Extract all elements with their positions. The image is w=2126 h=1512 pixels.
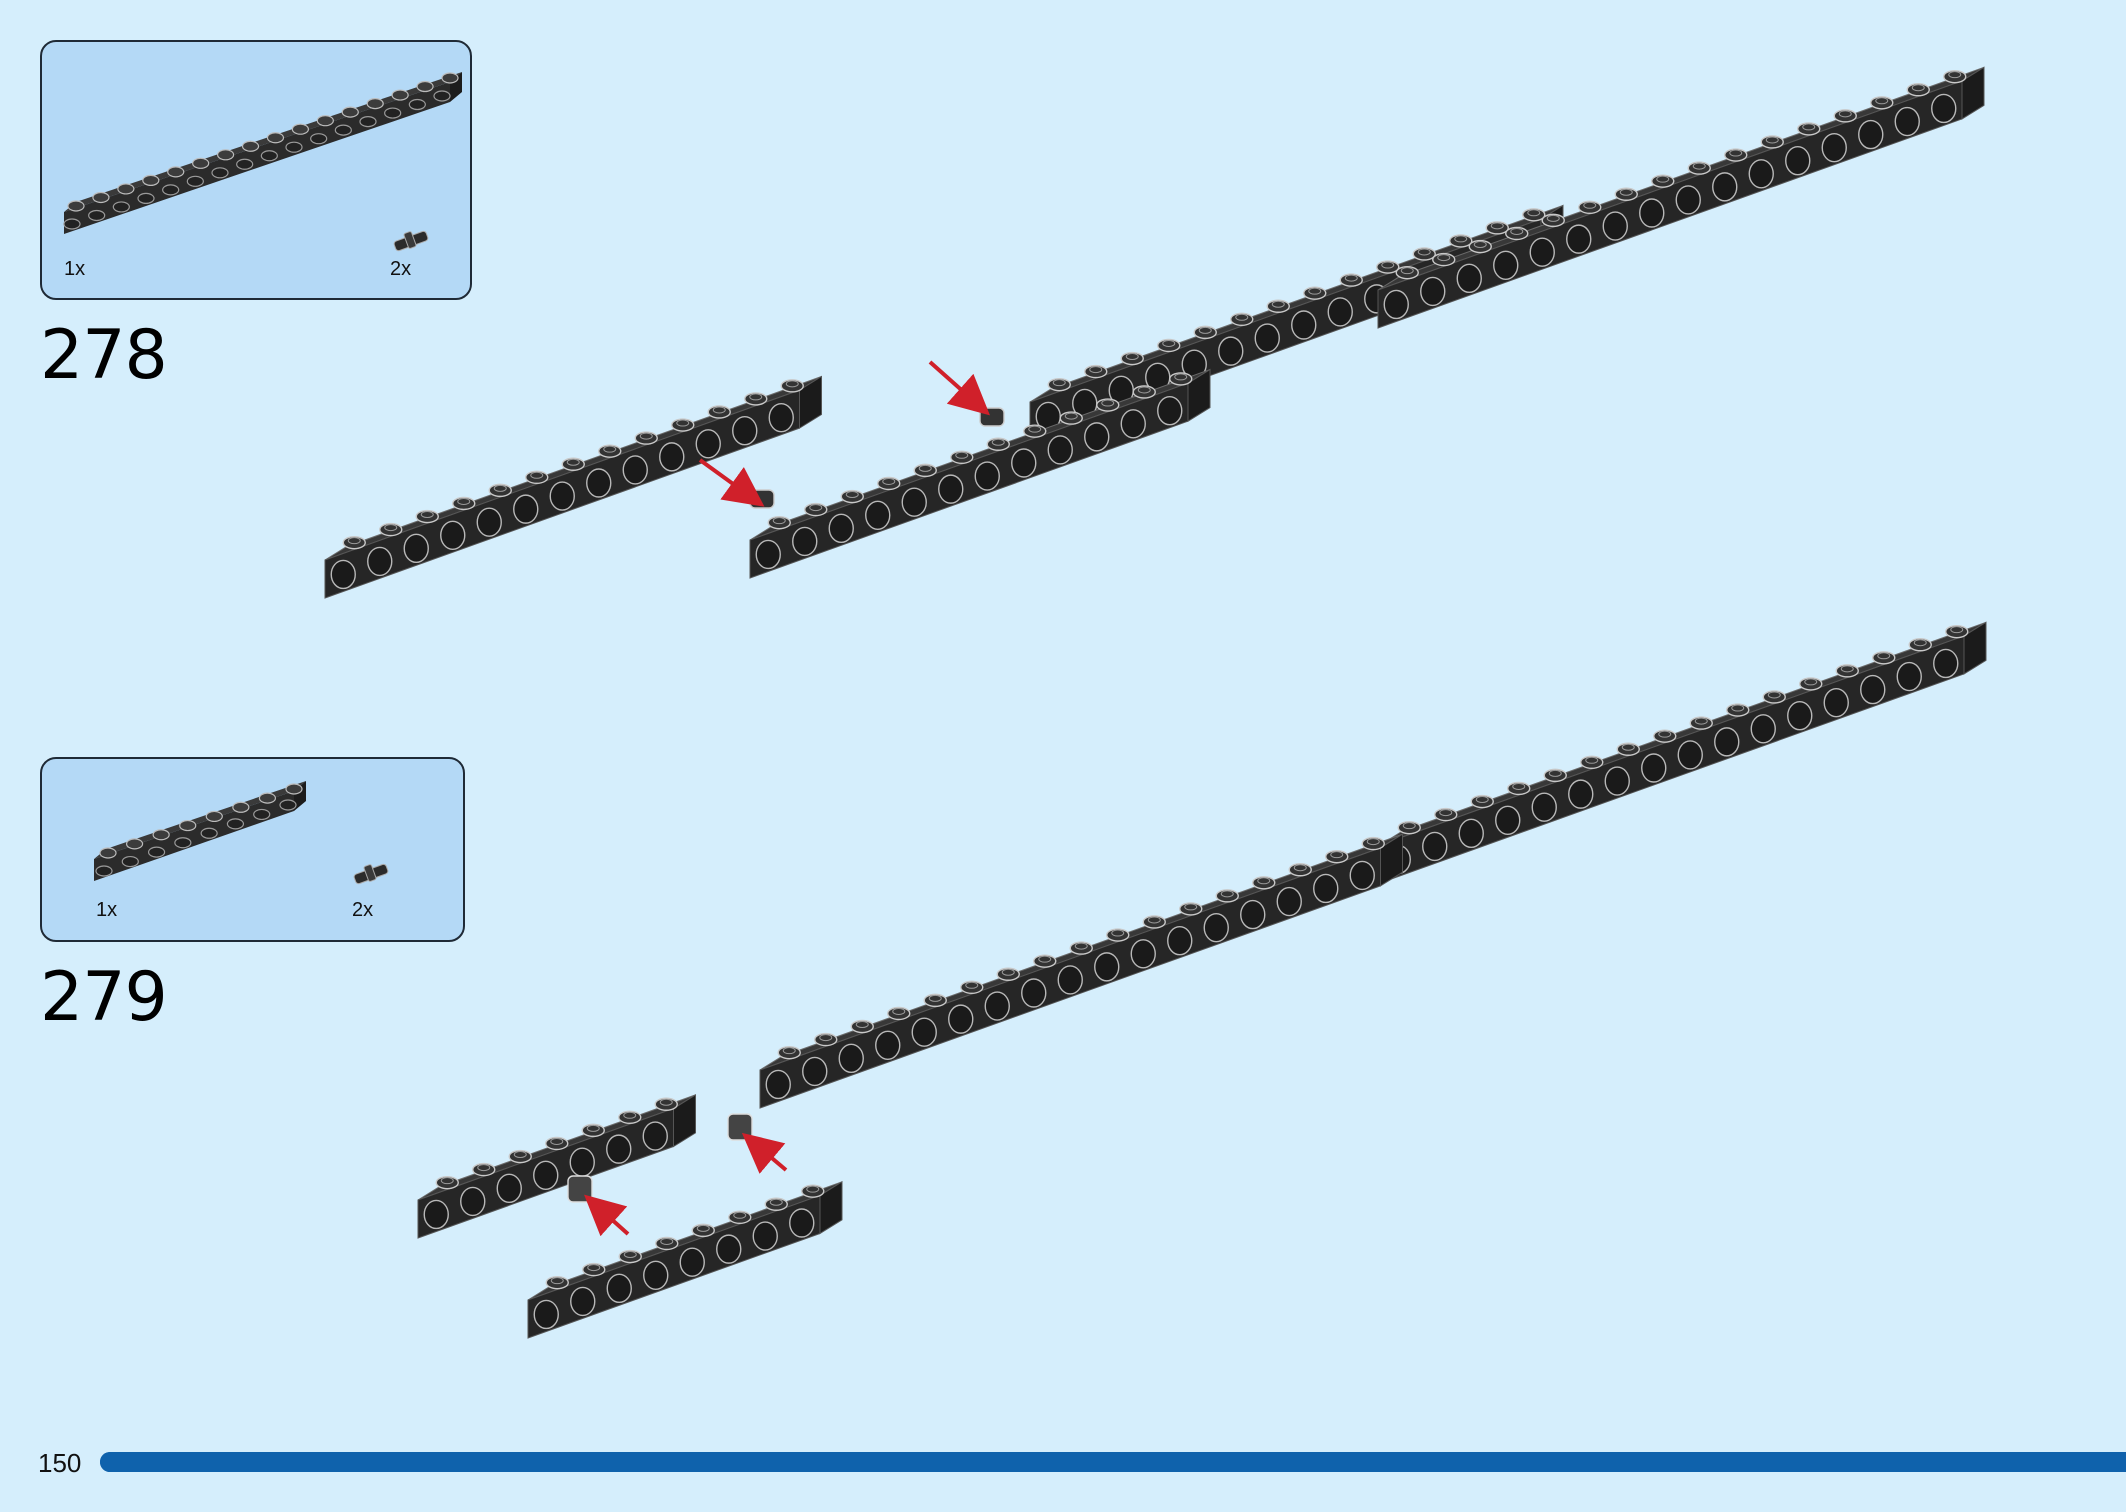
part-qty-pin: 2x: [352, 899, 374, 921]
parts-callout-278: 1x 2x: [40, 40, 472, 300]
progress-bar: [100, 1452, 2126, 1472]
part-qty-beam: 1x: [96, 899, 118, 921]
progress-fill: [100, 1452, 2126, 1472]
technic-beam: [1377, 66, 1985, 329]
technic-beam: [324, 375, 822, 599]
insert-arrow: [698, 458, 765, 507]
parts-callout-278-art: [63, 72, 462, 252]
page-number: 150: [38, 1448, 82, 1478]
insert-arrow: [928, 360, 990, 416]
friction-pin-icon: [353, 863, 389, 885]
step-number-279: 279: [40, 958, 168, 1037]
technic-beam-8-icon: [94, 781, 306, 881]
insert-arrow: [584, 1194, 630, 1237]
friction-pin-icon: [393, 230, 429, 252]
parts-callout-279: 1x 2x: [40, 757, 465, 942]
insert-arrow: [741, 1132, 788, 1174]
technic-beam: [417, 1093, 696, 1239]
step-279-model: [417, 621, 1987, 1339]
step-number-278: 278: [40, 316, 168, 395]
technic-beam: [527, 1180, 843, 1339]
parts-callout-279-art: [94, 781, 389, 885]
part-qty-beam: 1x: [64, 258, 86, 280]
technic-beam-16-icon: [63, 72, 462, 234]
part-qty-pin: 2x: [390, 258, 412, 280]
technic-beam: [1379, 621, 1987, 884]
technic-beam: [759, 833, 1403, 1109]
step-278-model: [324, 66, 1985, 599]
technic-beam: [749, 368, 1211, 579]
